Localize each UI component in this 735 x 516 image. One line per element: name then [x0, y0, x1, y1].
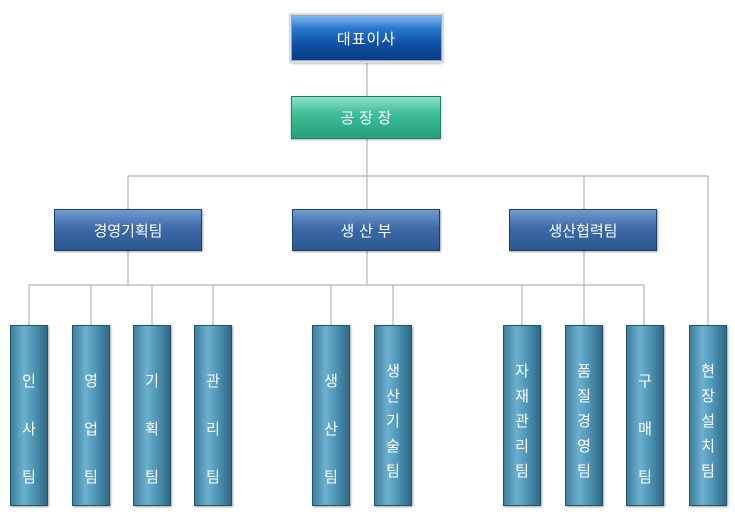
dept-label: 생 산 부: [340, 221, 392, 240]
team-char: 질: [577, 387, 591, 405]
team-char: 생: [324, 372, 338, 390]
team-char: 산: [386, 387, 400, 405]
team-char: 자: [515, 362, 529, 380]
team-char: 팀: [577, 462, 591, 480]
dept-label: 경영기획팀: [93, 221, 163, 240]
team-char: 팀: [701, 462, 715, 480]
team-char: 영: [84, 372, 98, 390]
team-char: 기: [145, 372, 159, 390]
team-char: 관: [206, 372, 220, 390]
team-production-box: 생 산 팀: [312, 325, 350, 506]
team-char: 리: [206, 420, 220, 438]
team-char: 획: [145, 420, 159, 438]
dept-production-cooperation-box: 생산협력팀: [509, 209, 657, 251]
plant-manager-box: 공 장 장: [291, 96, 441, 139]
ceo-label: 대표이사: [336, 29, 397, 48]
team-char: 치: [701, 437, 715, 455]
team-materials-box: 자 재 관 리 팀: [503, 325, 541, 506]
team-planning-box: 기 획 팀: [133, 325, 171, 506]
plant-manager-label: 공 장 장: [340, 109, 392, 127]
team-char: 팀: [84, 468, 98, 486]
team-production-tech-box: 생 산 기 술 팀: [374, 325, 412, 506]
ceo-box: 대표이사: [291, 15, 442, 61]
team-char: 설: [701, 412, 715, 430]
dept-management-planning-box: 경영기획팀: [54, 209, 202, 251]
team-char: 팀: [145, 468, 159, 486]
team-char: 장: [701, 387, 715, 405]
team-char: 기: [386, 412, 400, 430]
team-char: 관: [515, 412, 529, 430]
dept-production-box: 생 산 부: [292, 209, 440, 251]
team-char: 인: [22, 372, 36, 390]
team-char: 리: [515, 437, 529, 455]
team-purchasing-box: 구 매 팀: [626, 325, 664, 506]
team-char: 팀: [206, 468, 220, 486]
team-char: 품: [577, 362, 591, 380]
team-char: 팀: [638, 468, 652, 486]
team-sales-box: 영 업 팀: [72, 325, 110, 506]
team-site-installation-box: 현 장 설 치 팀: [689, 325, 727, 506]
dept-label: 생산협력팀: [548, 221, 618, 240]
team-char: 팀: [22, 468, 36, 486]
team-char: 매: [638, 420, 652, 438]
team-char: 사: [22, 420, 36, 438]
team-char: 팀: [515, 462, 529, 480]
team-admin-box: 관 리 팀: [194, 325, 232, 506]
team-char: 팀: [324, 468, 338, 486]
team-hr-box: 인 사 팀: [10, 325, 48, 506]
team-char: 업: [84, 420, 98, 438]
team-char: 재: [515, 387, 529, 405]
team-char: 영: [577, 437, 591, 455]
team-char: 경: [577, 412, 591, 430]
team-quality-box: 품 질 경 영 팀: [565, 325, 603, 506]
team-char: 산: [324, 420, 338, 438]
team-char: 생: [386, 362, 400, 380]
team-char: 팀: [386, 462, 400, 480]
team-char: 술: [386, 437, 400, 455]
team-char: 구: [638, 372, 652, 390]
team-char: 현: [701, 362, 715, 380]
